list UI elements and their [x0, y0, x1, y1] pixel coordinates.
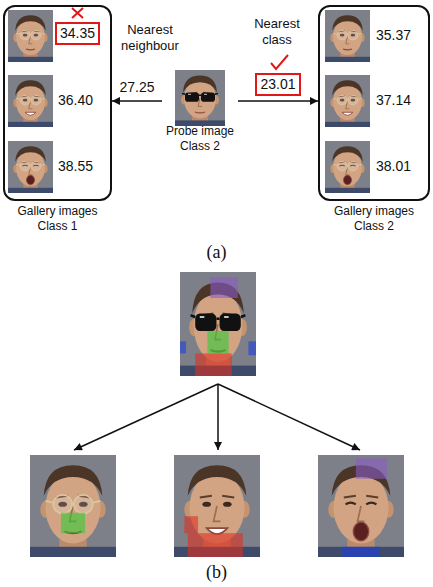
correct-mark	[271, 55, 288, 69]
probe-node: Probe image Class 2	[162, 68, 238, 154]
green-patch	[207, 331, 228, 354]
face-glasses	[16, 30, 45, 40]
face-sunglasses	[182, 92, 218, 101]
arrow-connector	[112, 100, 162, 102]
panel-label: (a)	[0, 242, 433, 263]
score-value: 35.37	[376, 27, 411, 44]
gallery-face-patches	[30, 455, 116, 557]
purple-patch	[356, 458, 387, 478]
face-base	[8, 141, 53, 193]
face-mouth	[343, 175, 351, 185]
gallery-face	[325, 10, 370, 62]
face-sunglasses	[191, 314, 246, 331]
blue-patch	[248, 341, 256, 355]
annotation-note: Nearest class	[246, 16, 308, 48]
face-glasses	[333, 30, 362, 40]
node-text: 34.35	[60, 25, 95, 42]
probe-face	[175, 70, 225, 126]
face-mouth	[195, 111, 205, 113]
face-base	[8, 75, 53, 127]
face-base	[8, 10, 53, 62]
gallery-face-patches	[174, 455, 260, 557]
face-base	[325, 10, 370, 62]
gallery-face	[8, 75, 53, 127]
panel-label: (b)	[0, 562, 433, 583]
face-mouth	[343, 49, 352, 51]
face-base	[175, 70, 225, 126]
green-patch	[61, 513, 85, 533]
face-mouth	[25, 112, 36, 115]
gallery-caption: Gallery images Class 1	[10, 204, 106, 234]
gallery-face	[325, 75, 370, 127]
gallery-caption: Gallery images Class 2	[326, 204, 422, 234]
gallery-face	[325, 141, 370, 193]
purple-patch	[210, 277, 237, 298]
face-base	[325, 75, 370, 127]
face-glasses	[333, 161, 362, 171]
face-mouth	[26, 49, 35, 51]
gallery-face-patches	[318, 455, 404, 557]
face-base	[325, 141, 370, 193]
arrow-connector	[238, 100, 318, 102]
face-mouth	[207, 528, 228, 534]
gallery-face	[8, 141, 53, 193]
score-value: 38.01	[376, 158, 411, 175]
face-eyes	[202, 502, 231, 507]
face-base	[30, 455, 116, 557]
arrow-line	[217, 384, 219, 450]
score-value: 37.14	[376, 92, 411, 109]
blue-patch	[342, 547, 380, 557]
face-mouth	[26, 175, 34, 185]
score-box-red: 34.35	[55, 22, 100, 45]
distance-value: 27.25	[117, 79, 156, 96]
wrong-mark	[72, 8, 83, 18]
gallery-box: Gallery images Class 2	[318, 5, 430, 201]
face-glasses	[45, 495, 100, 514]
score-value: 38.55	[58, 158, 93, 175]
score-value: 36.40	[58, 92, 93, 109]
arrow-line	[74, 384, 218, 450]
face-base	[180, 272, 256, 376]
red-patch	[184, 516, 198, 533]
red-patch	[195, 353, 231, 376]
face-glasses	[333, 95, 362, 105]
gallery-box: Gallery images Class 134.35	[3, 5, 112, 201]
node-text: Probe image Class 2	[162, 124, 238, 154]
face-glasses	[16, 161, 45, 171]
face-eyes	[346, 503, 377, 505]
blue-patch	[180, 341, 186, 353]
distance-box-red: 23.01	[255, 73, 300, 96]
gallery-face	[8, 10, 53, 62]
probe-face-patches	[180, 272, 256, 376]
arrow-line	[218, 384, 360, 450]
face-mouth	[342, 112, 353, 115]
face-glasses	[16, 95, 45, 105]
red-patch	[188, 533, 243, 557]
face-base	[318, 455, 404, 557]
face-base	[174, 455, 260, 557]
face-mouth	[353, 522, 368, 541]
annotation-note: Nearest neighbour	[114, 22, 186, 54]
